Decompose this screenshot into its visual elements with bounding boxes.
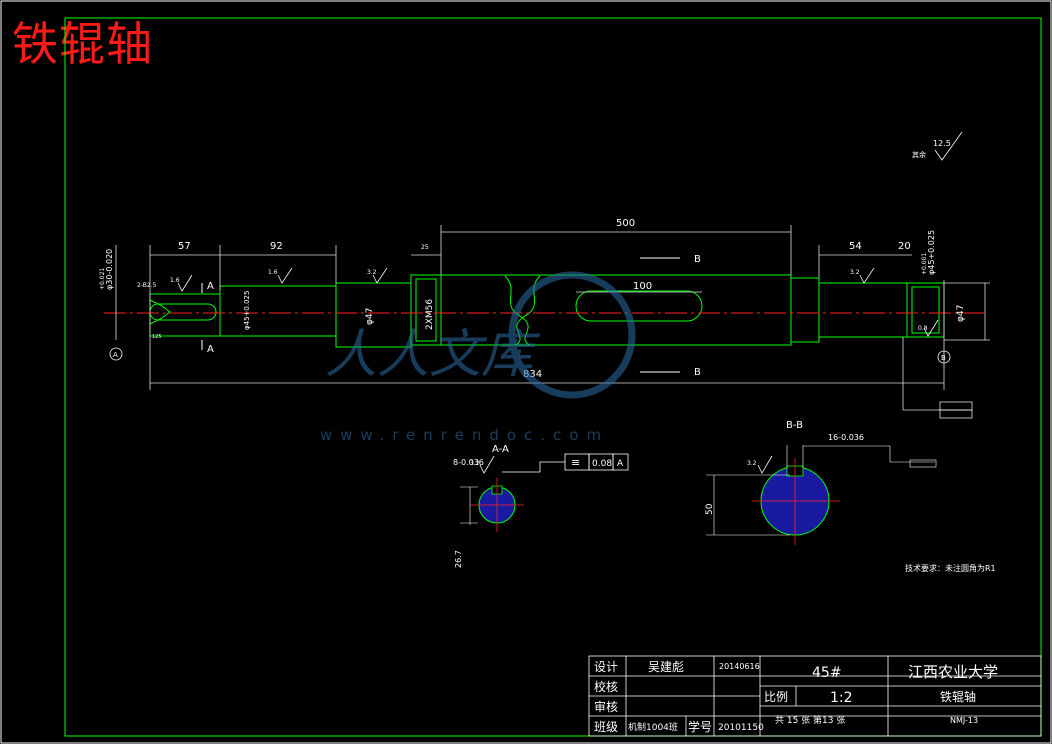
watermark-brand: 人人文库 (325, 325, 541, 385)
datum-right: B (937, 350, 951, 364)
svg-text:3.2: 3.2 (367, 269, 377, 276)
svg-text:1.6: 1.6 (170, 277, 180, 284)
dim-57: 57 (178, 241, 191, 252)
svg-text:1.6: 1.6 (268, 269, 278, 276)
dim-thread: 2XM56 (425, 299, 435, 330)
section-b-b: B-B 16-0.036 50 (705, 420, 937, 545)
dim-20: 20 (898, 241, 911, 252)
scale: 1:2 (830, 690, 853, 706)
svg-text:A: A (113, 351, 118, 359)
dim-phi45-right: φ45+0.025 (927, 230, 936, 275)
svg-text:16-0.036: 16-0.036 (828, 433, 864, 442)
svg-text:8-0.036: 8-0.036 (453, 458, 484, 467)
svg-text:设计: 设计 (594, 660, 618, 674)
dim-phi47-right: φ47 (956, 305, 966, 322)
section-b-top: B (694, 254, 701, 265)
dimension-texts: 57 92 500 54 20 25 100 834 125 2-B2.5 φ3… (99, 218, 966, 380)
tol-datum: A (617, 459, 624, 469)
section-a-a: A-A 8-0.036 ≡ 0.08 A 26.7 (453, 444, 629, 568)
svg-text:0.8: 0.8 (918, 325, 928, 332)
dim-phi45-left: φ45+0.025 (243, 291, 251, 330)
svg-text:B-B: B-B (786, 420, 803, 431)
dim-125: 125 (152, 334, 162, 340)
datum-left: A (109, 347, 123, 361)
part-name: 铁辊轴 (940, 689, 976, 704)
drawing-number: NMJ-13 (950, 716, 978, 725)
svg-text:吴建彪: 吴建彪 (648, 660, 684, 674)
dim-834: 834 (523, 369, 542, 380)
svg-text:20140616: 20140616 (719, 662, 760, 671)
section-markers: A A B B (201, 254, 701, 378)
tolerance-tag-right (939, 401, 973, 419)
dim-92: 92 (270, 241, 283, 252)
dim-phi30-tol: +0.021 (99, 268, 106, 290)
inner-border (64, 17, 1042, 737)
svg-text:机制1004班: 机制1004班 (628, 721, 678, 733)
dim-phi45-right-tol: +0.001 (921, 253, 928, 275)
dim-500: 500 (616, 218, 635, 229)
page-title: 铁辊轴 (12, 17, 153, 71)
section-a-bottom: A (207, 344, 214, 355)
svg-text:比例: 比例 (764, 690, 788, 704)
title-block (588, 655, 1042, 737)
svg-text:审核: 审核 (594, 699, 618, 714)
watermark: 人人文库 www.renrendoc.com (320, 271, 636, 444)
dim-54: 54 (849, 241, 862, 252)
roughness-symbols (177, 131, 963, 474)
roughness-values: 12.5 其余 1.6 1.6 3.2 3.2 0.8 3.2 3.2 (170, 139, 951, 467)
section-a-top: A (207, 281, 214, 292)
depth-b: 50 (705, 503, 715, 515)
tol-symbol: ≡ (571, 456, 580, 469)
watermark-url: www.renrendoc.com (320, 426, 609, 444)
material: 45# (812, 665, 842, 681)
tech-note: 技术要求：未注圆角为R1 (905, 563, 996, 573)
dim-phi47-left: φ47 (365, 308, 375, 325)
dimension-lines (115, 225, 990, 411)
svg-text:班级: 班级 (594, 720, 618, 734)
svg-text:A-A: A-A (492, 444, 509, 455)
section-b-bottom: B (694, 367, 701, 378)
dim-phi30: φ30-0.020 (105, 249, 114, 290)
roughness-general-label: 其余 (912, 150, 926, 159)
tol-value: 0.08 (592, 459, 612, 469)
sheet-count: 共 15 张 第13 张 (775, 714, 845, 726)
title-block-texts: 设计 吴建彪 20140616 校核 审核 班级 机制1004班 学号 2010… (594, 660, 998, 734)
svg-text:校核: 校核 (594, 679, 618, 694)
roughness-general: 12.5 (933, 139, 951, 148)
dim-25: 25 (421, 244, 429, 251)
dim-small-a: 2-B2.5 (137, 282, 157, 289)
dim-100: 100 (633, 281, 652, 292)
svg-text:20101150: 20101150 (718, 723, 764, 733)
svg-text:3.2: 3.2 (747, 460, 757, 467)
svg-text:3.2: 3.2 (470, 460, 480, 467)
svg-text:学号: 学号 (688, 719, 712, 734)
svg-text:B: B (941, 354, 946, 362)
shaft-outline (149, 274, 945, 348)
svg-text:3.2: 3.2 (850, 269, 860, 276)
depth-a: 26.7 (454, 550, 463, 568)
university: 江西农业大学 (908, 663, 998, 681)
